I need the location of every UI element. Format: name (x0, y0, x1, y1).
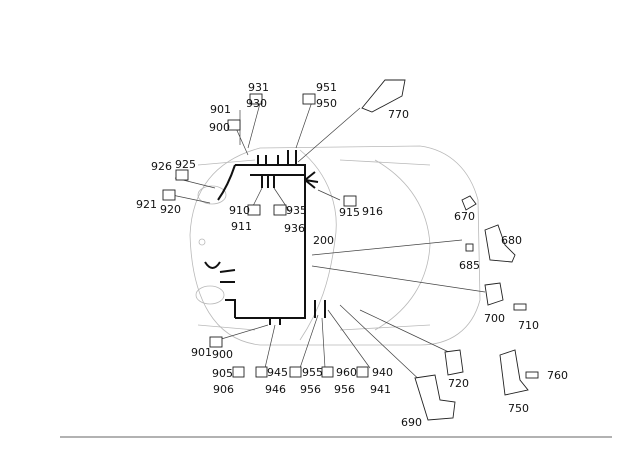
part-label: 951 (316, 81, 337, 94)
part-label: 901 (210, 103, 231, 116)
part-label: 956 (300, 383, 321, 396)
part-label: 956 (334, 383, 355, 396)
part-label: 936 (284, 222, 305, 235)
connector-915 (343, 195, 357, 207)
part-label: 955 (302, 366, 323, 379)
parts-right (414, 195, 539, 421)
bracket-690 (414, 374, 456, 421)
connector-910 (247, 204, 261, 216)
part-label: 926 (151, 160, 172, 173)
bolt-760 (525, 371, 539, 379)
part-label: 910 (229, 204, 250, 217)
part-label: 200 (313, 234, 334, 247)
connector-935 (273, 204, 287, 216)
part-label: 915 (339, 206, 360, 219)
part-label: 905 (212, 367, 233, 380)
part-label: 930 (246, 97, 267, 110)
parts-mid (247, 195, 357, 216)
connector-950 (302, 93, 316, 105)
main-harness (204, 150, 486, 325)
part-label: 931 (248, 81, 269, 94)
car-outline (189, 145, 481, 346)
bracket-680 (484, 224, 516, 263)
part-label: 685 (459, 259, 480, 272)
connector-930 (249, 93, 263, 105)
part-label: 720 (448, 377, 469, 390)
bracket-720 (444, 349, 464, 376)
part-label: 700 (484, 312, 505, 325)
part-label: 670 (454, 210, 475, 223)
bracket-770 (361, 79, 406, 113)
bracket-750 (499, 349, 529, 396)
part-label: 901 (191, 346, 212, 359)
part-label: 710 (518, 319, 539, 332)
part-label: 960 (336, 366, 357, 379)
part-label: 921 (136, 198, 157, 211)
part-label: 935 (286, 204, 307, 217)
parts-top (227, 79, 406, 131)
part-label: 900 (212, 348, 233, 361)
part-label: 750 (508, 402, 529, 415)
part-label: 945 (267, 366, 288, 379)
bracket-700 (484, 282, 504, 306)
part-label: 911 (231, 220, 252, 233)
part-label: 916 (362, 205, 383, 218)
connector-925 (175, 169, 189, 181)
part-label: 900 (209, 121, 230, 134)
connector-900 (227, 119, 241, 131)
part-label: 906 (213, 383, 234, 396)
part-labels: 931 951 901 930 950 770 900 926 925 921 … (136, 81, 568, 429)
part-685 (465, 243, 474, 252)
part-label: 770 (388, 108, 409, 121)
part-label: 920 (160, 203, 181, 216)
part-label: 680 (501, 234, 522, 247)
part-label: 950 (316, 97, 337, 110)
clip-670 (461, 195, 477, 211)
connector-900-lower (209, 336, 223, 348)
part-label: 690 (401, 416, 422, 429)
part-label: 940 (372, 366, 393, 379)
connector-920 (162, 189, 176, 201)
parts-bottom (232, 366, 369, 378)
part-label: 760 (547, 369, 568, 382)
bolt-710 (513, 303, 527, 311)
part-label: 941 (370, 383, 391, 396)
part-label: 925 (175, 158, 196, 171)
part-label: 946 (265, 383, 286, 396)
parts-left (162, 169, 223, 348)
